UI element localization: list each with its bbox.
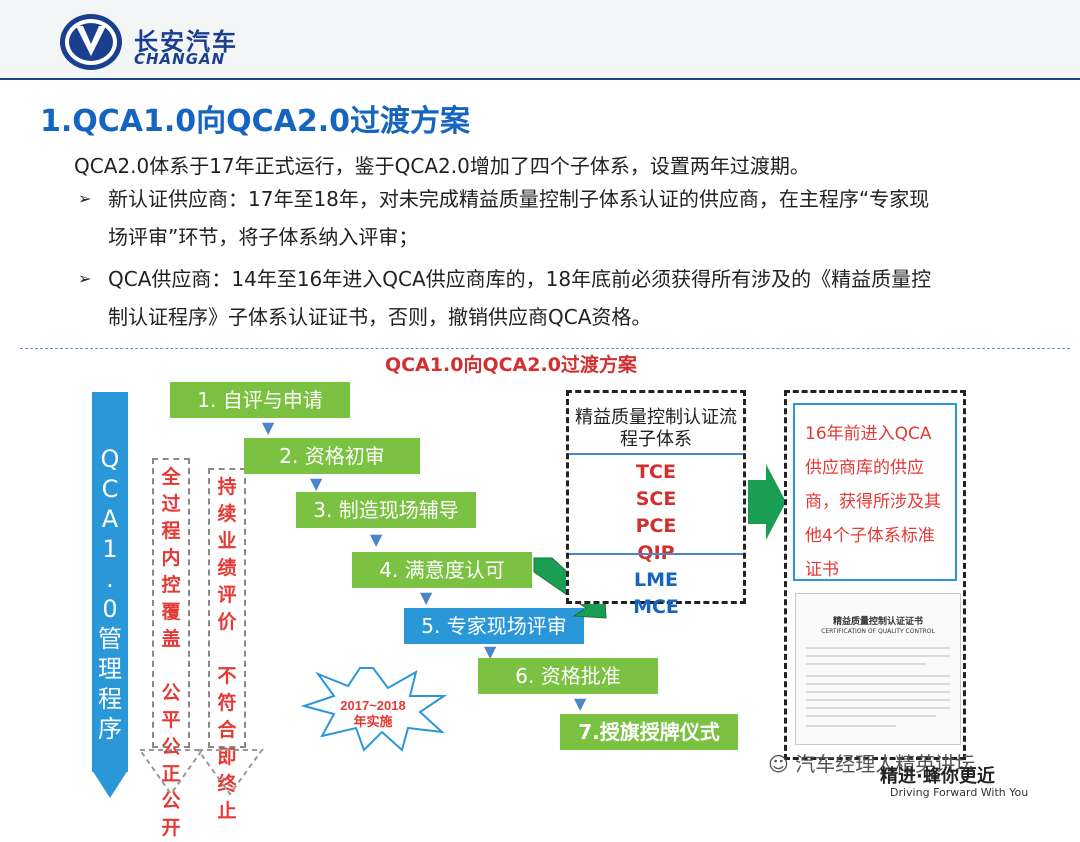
subsystem-item-pce: PCE — [635, 515, 677, 537]
vertical-char: 1 — [102, 535, 118, 563]
vertical-char — [154, 653, 188, 680]
result-box: 16年前进入QCA供应商库的供应商，获得所涉及其他4个子体系标准证书 精益质量控… — [784, 390, 966, 760]
step-7: 7.授旗授牌仪式 — [560, 714, 738, 750]
logo-text-cn: 长安汽车 — [134, 28, 238, 56]
vbar-arrow-icon — [92, 770, 128, 798]
bullet-new-supplier: ➢ 新认证供应商：17年至18年，对未完成精益质量控制子体系认证的供应商，在主程… — [78, 180, 930, 256]
wechat-watermark: ☺ 汽车经理人精英讲坛 — [768, 748, 975, 777]
vertical-char: 评 — [217, 584, 237, 606]
column-arrows-icon — [138, 749, 264, 796]
vertical-char: 业 — [217, 530, 237, 552]
diagram-title: QCA1.0向QCA2.0过渡方案 — [385, 354, 637, 376]
vertical-char: Q — [100, 445, 120, 473]
vertical-char: 管 — [98, 625, 122, 653]
cert-subtitle: CERTIFICATION OF QUALITY CONTROL — [821, 628, 935, 635]
step-1: 1. 自评与申请 — [170, 382, 350, 418]
subsystem-item-tce: TCE — [636, 461, 676, 483]
vertical-char: 过 — [161, 493, 181, 515]
down-arrow-icon: ▼ — [420, 588, 433, 607]
vertical-char: 覆 — [161, 601, 181, 623]
vertical-char: 不 — [217, 665, 237, 687]
down-arrow-icon: ▼ — [370, 530, 383, 549]
vertical-char: 理 — [98, 655, 122, 683]
certificate-image: 精益质量控制认证证书 CERTIFICATION OF QUALITY CONT… — [795, 593, 961, 745]
vertical-char — [210, 636, 244, 663]
header-divider — [0, 78, 1080, 80]
vertical-char: 公 — [161, 682, 181, 704]
green-right-arrow-icon — [748, 464, 786, 540]
slogan-cn: 精进·蜂你更近 — [880, 766, 995, 787]
step-3: 3. 制造现场辅导 — [296, 492, 476, 528]
vertical-char: 0 — [102, 595, 118, 623]
changan-logo-icon — [60, 14, 122, 70]
starburst-badge: 2017~2018 年实施 — [300, 667, 448, 752]
step-2: 2. 资格初审 — [244, 438, 420, 474]
vertical-char: 开 — [161, 817, 181, 839]
down-arrow-icon: ▼ — [574, 694, 587, 713]
wechat-icon: ☺ — [768, 752, 789, 776]
principle-text: 持续业绩评价 不符合即终止 — [210, 474, 244, 825]
subsystem-item-sce: SCE — [635, 488, 677, 510]
bullet-arrow-icon: ➢ — [78, 189, 92, 208]
subsystem-divider — [569, 553, 743, 555]
vertical-char: 公 — [161, 790, 181, 812]
vertical-char: 内 — [161, 547, 181, 569]
step-4: 4. 满意度认可 — [352, 552, 532, 588]
step-5: 5. 专家现场评审 — [404, 608, 584, 644]
vertical-char: . — [106, 565, 114, 593]
starburst-line1: 2017~2018 — [340, 698, 405, 713]
down-arrow-icon: ▼ — [310, 474, 323, 493]
vertical-char: 续 — [217, 503, 237, 525]
subsystem-item-lme: LME — [634, 569, 678, 591]
vertical-char: 盖 — [161, 628, 181, 650]
vertical-char: 绩 — [217, 557, 237, 579]
vertical-char: A — [101, 505, 119, 533]
vertical-char: 程 — [98, 685, 122, 713]
bullet-line: QCA供应商：14年至16年进入QCA供应商库的，18年底前必须获得所有涉及的《… — [108, 267, 932, 291]
principle-column-1: 全过程内控覆盖 公平公正公开 — [152, 458, 190, 839]
vertical-char: 即 — [217, 746, 237, 768]
watermark-text: 汽车经理人精英讲坛 — [795, 752, 976, 776]
result-text: 16年前进入QCA供应商库的供应商，获得所涉及其他4个子体系标准证书 — [793, 403, 957, 581]
bullet-line: 场评审”环节，将子体系纳入评审； — [108, 225, 419, 249]
vertical-char: 平 — [161, 709, 181, 731]
header-bar — [0, 0, 1080, 78]
slogan-en: Driving Forward With You — [890, 786, 1029, 799]
vertical-char: C — [101, 475, 119, 503]
logo-text-en: CHANGAN — [134, 50, 226, 68]
cert-title: 精益质量控制认证证书 — [832, 617, 923, 627]
cert-content-lines — [806, 647, 950, 727]
principle-column-2: 持续业绩评价 不符合即终止 — [208, 468, 246, 822]
bullet-qca-supplier: ➢ QCA供应商：14年至16年进入QCA供应商库的，18年底前必须获得所有涉及… — [78, 260, 932, 336]
vertical-char: 止 — [217, 800, 237, 822]
down-arrow-icon: ▼ — [484, 642, 497, 661]
slide-title: 1.QCA1.0向QCA2.0过渡方案 — [40, 104, 471, 139]
vertical-char: 公 — [161, 736, 181, 758]
bullet-line: 新认证供应商：17年至18年，对未完成精益质量控制子体系认证的供应商，在主程序“… — [108, 187, 930, 211]
principle-text: 全过程内控覆盖 公平公正公开 — [154, 464, 188, 842]
vertical-char: 全 — [161, 466, 181, 488]
subsystem-title: 精益质量控制认证流程子体系 — [575, 407, 737, 450]
vertical-char: 正 — [161, 763, 181, 785]
section-divider — [20, 348, 1070, 349]
vertical-char: 程 — [161, 520, 181, 542]
vertical-char: 价 — [217, 611, 237, 633]
bullet-arrow-icon: ➢ — [78, 269, 92, 288]
vertical-char: 合 — [217, 719, 237, 741]
down-arrow-icon: ▼ — [262, 418, 275, 437]
starburst-line2: 年实施 — [353, 714, 392, 729]
vertical-char: 符 — [217, 692, 237, 714]
vertical-char: 序 — [98, 715, 122, 743]
bullet-line: 制认证程序》子体系认证证书，否则，撤销供应商QCA资格。 — [108, 305, 652, 329]
vertical-char: 终 — [217, 773, 237, 795]
subsystem-divider — [569, 453, 743, 455]
step-6: 6. 资格批准 — [478, 658, 658, 694]
vertical-char: 持 — [217, 476, 237, 498]
subsystem-item-mce: MCE — [633, 596, 679, 618]
intro-text: QCA2.0体系于17年正式运行，鉴于QCA2.0增加了四个子体系，设置两年过渡… — [74, 154, 810, 178]
vertical-char: 控 — [161, 574, 181, 596]
